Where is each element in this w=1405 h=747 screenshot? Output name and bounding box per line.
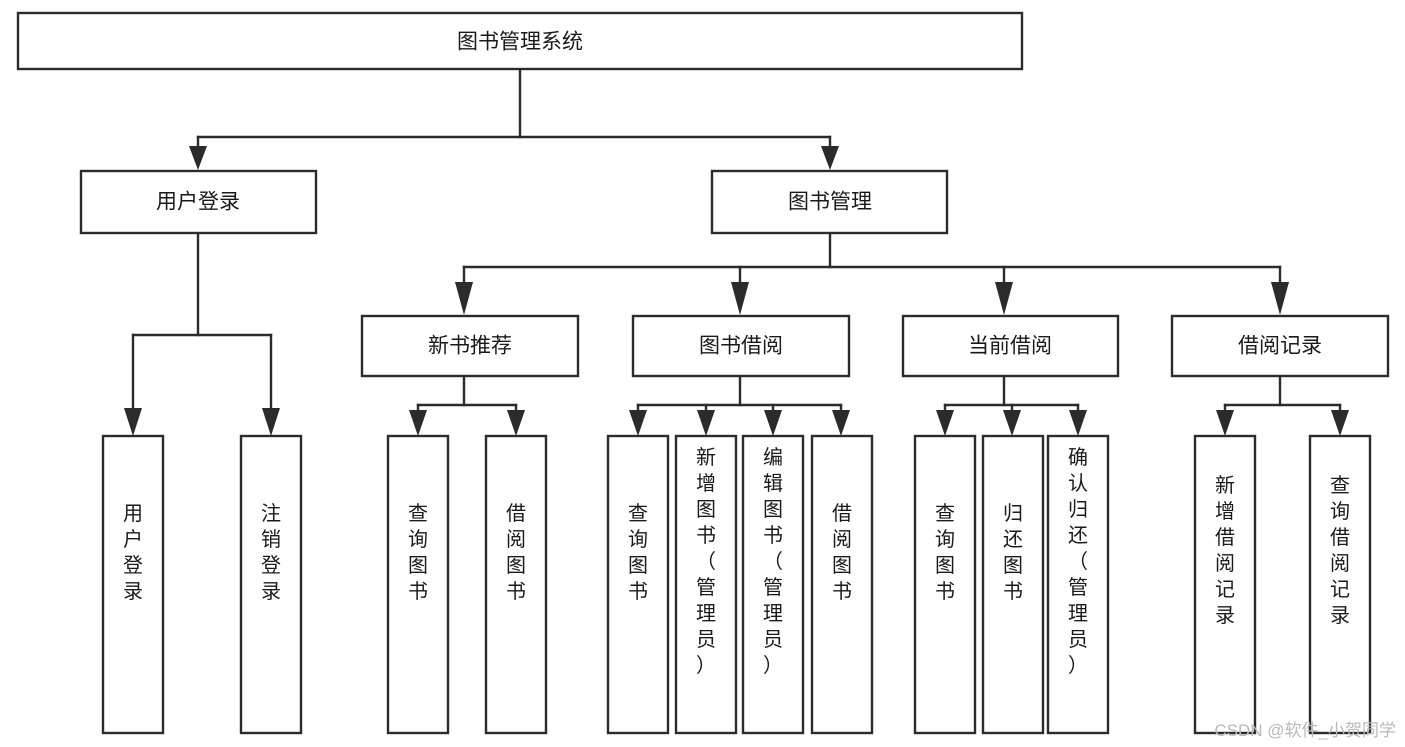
node-leaf-user-login-label: 用户登录 xyxy=(123,503,143,603)
arrow-leaf-edit-book xyxy=(764,410,782,436)
node-borrow-record[interactable]: 借阅记录 xyxy=(1170,314,1390,378)
node-leaf-borrow-book-rec[interactable]: 借阅图书 xyxy=(484,434,548,735)
arrow-leaf-add-record xyxy=(1216,410,1234,436)
edge-group-current-borrow-to-leaves xyxy=(936,374,1087,436)
node-leaf-query-book-bor-box[interactable] xyxy=(606,434,670,735)
node-leaf-logout-label: 注销登录 xyxy=(261,502,281,603)
node-current-borrow[interactable]: 当前借阅 xyxy=(901,314,1120,378)
edge-group-root-to-level2 xyxy=(189,67,839,170)
arrow-leaf-user-login xyxy=(124,408,142,436)
node-leaf-query-record[interactable]: 查询借阅记录 xyxy=(1308,434,1372,735)
node-current-borrow-box[interactable] xyxy=(901,314,1120,378)
node-leaf-borrow-book-label: 借阅图书 xyxy=(832,502,852,603)
node-borrow-record-label: 借阅记录 xyxy=(1238,335,1322,358)
node-leaf-edit-book[interactable]: 编辑图书（管理员） xyxy=(741,434,805,735)
node-leaf-logout[interactable]: 注销登录 xyxy=(239,434,303,735)
node-leaf-confirm-return-box[interactable] xyxy=(1046,434,1110,735)
node-user-login[interactable]: 用户登录 xyxy=(79,169,318,235)
csdn-watermark: CSDN @软件_小贺同学 xyxy=(1214,721,1396,740)
node-leaf-confirm-return[interactable]: 确认归还（管理员） xyxy=(1046,434,1110,735)
edge-group-book-management-to-level3 xyxy=(455,231,1289,315)
arrow-new-book-recommend xyxy=(455,282,473,315)
node-leaf-query-book-rec-box[interactable] xyxy=(386,434,450,735)
node-leaf-query-record-label: 查询借阅记录 xyxy=(1330,474,1350,627)
node-leaf-query-book-rec[interactable]: 查询图书 xyxy=(386,434,450,735)
arrow-book-borrow xyxy=(731,282,749,315)
arrow-leaf-logout xyxy=(262,408,280,436)
node-leaf-borrow-book-rec-label: 借阅图书 xyxy=(506,502,526,603)
node-root-label: 图书管理系统 xyxy=(457,31,583,54)
node-leaf-user-login[interactable]: 用户登录 xyxy=(101,434,165,735)
node-leaf-add-book-box[interactable] xyxy=(674,434,738,735)
arrow-leaf-query-book-cur xyxy=(936,410,954,436)
arrow-leaf-return-book xyxy=(1003,410,1021,436)
edge-group-user-login-to-leaves xyxy=(124,231,280,436)
node-leaf-add-book-label: 新增图书（管理员） xyxy=(696,446,716,677)
arrow-leaf-borrow-book-rec xyxy=(507,410,525,436)
node-leaf-add-book[interactable]: 新增图书（管理员） xyxy=(674,434,738,735)
node-leaf-add-record-box[interactable] xyxy=(1193,434,1257,735)
arrow-leaf-confirm-return xyxy=(1069,410,1087,436)
node-borrow-record-box[interactable] xyxy=(1170,314,1390,378)
arrow-leaf-query-book-bor xyxy=(629,410,647,436)
node-leaf-borrow-book-rec-box[interactable] xyxy=(484,434,548,735)
node-user-login-box[interactable] xyxy=(79,169,318,235)
node-book-management-box[interactable] xyxy=(710,169,949,235)
node-leaf-add-record-label: 新增借阅记录 xyxy=(1215,474,1235,627)
arrow-leaf-query-record xyxy=(1331,410,1349,436)
node-user-login-label: 用户登录 xyxy=(156,191,240,214)
arrow-leaf-query-book-rec xyxy=(409,410,427,436)
node-leaf-edit-book-box[interactable] xyxy=(741,434,805,735)
node-book-borrow[interactable]: 图书借阅 xyxy=(631,314,851,378)
node-leaf-add-record[interactable]: 新增借阅记录 xyxy=(1193,434,1257,735)
arrow-book-management xyxy=(821,146,839,170)
node-root-box[interactable] xyxy=(16,11,1024,71)
node-leaf-query-book-bor-label: 查询图书 xyxy=(628,502,648,603)
edge-group-book-borrow-to-leaves xyxy=(629,374,850,436)
node-leaf-query-book-cur-box[interactable] xyxy=(913,434,977,735)
edge-group-new-book-to-leaves xyxy=(409,374,525,436)
node-leaf-confirm-return-label: 确认归还（管理员） xyxy=(1068,446,1088,677)
node-book-borrow-box[interactable] xyxy=(631,314,851,378)
node-book-management[interactable]: 图书管理 xyxy=(710,169,949,235)
node-book-management-label: 图书管理 xyxy=(788,191,872,214)
node-current-borrow-label: 当前借阅 xyxy=(968,335,1052,358)
node-new-book-recommend-box[interactable] xyxy=(360,314,580,378)
node-leaf-query-book-bor[interactable]: 查询图书 xyxy=(606,434,670,735)
node-leaf-query-record-box[interactable] xyxy=(1308,434,1372,735)
arrow-user-login xyxy=(189,146,207,170)
node-leaf-user-login-box[interactable] xyxy=(101,434,165,735)
node-leaf-borrow-book-box[interactable] xyxy=(810,434,874,735)
node-root[interactable]: 图书管理系统 xyxy=(16,11,1024,71)
node-leaf-return-book[interactable]: 归还图书 xyxy=(981,434,1045,735)
node-leaf-logout-box[interactable] xyxy=(239,434,303,735)
node-leaf-query-book-cur[interactable]: 查询图书 xyxy=(913,434,977,735)
arrow-leaf-borrow-book xyxy=(832,410,850,436)
node-leaf-query-book-cur-label: 查询图书 xyxy=(935,502,955,603)
node-leaf-return-book-box[interactable] xyxy=(981,434,1045,735)
arrow-borrow-record xyxy=(1271,282,1289,315)
node-new-book-recommend[interactable]: 新书推荐 xyxy=(360,314,580,378)
node-leaf-borrow-book[interactable]: 借阅图书 xyxy=(810,434,874,735)
node-leaf-edit-book-label: 编辑图书（管理员） xyxy=(763,446,783,677)
node-book-borrow-label: 图书借阅 xyxy=(699,335,783,358)
node-new-book-recommend-label: 新书推荐 xyxy=(428,335,512,358)
arrow-current-borrow xyxy=(995,282,1013,315)
arrow-leaf-add-book xyxy=(697,410,715,436)
node-leaf-return-book-label: 归还图书 xyxy=(1003,502,1023,603)
node-leaf-query-book-rec-label: 查询图书 xyxy=(408,502,428,603)
edge-group-borrow-record-to-leaves xyxy=(1216,374,1349,436)
